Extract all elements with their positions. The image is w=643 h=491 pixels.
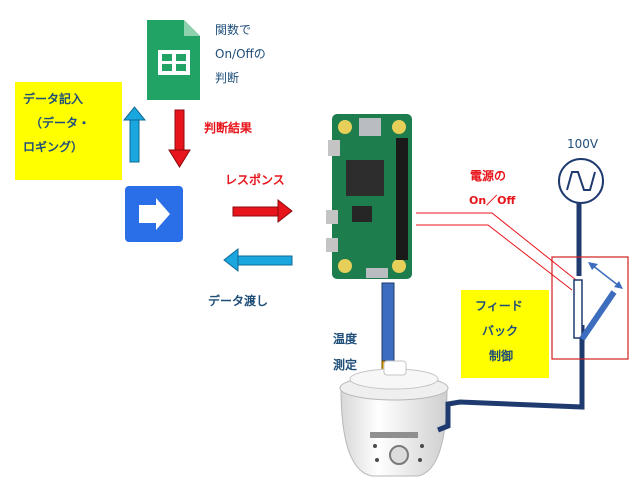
- feedback-line-1: フィード: [475, 299, 523, 313]
- sheets-note-line-2: On/Offの: [215, 47, 266, 61]
- temp-measure-line-1: 温度: [333, 332, 358, 346]
- sheets-note-line-3: 判断: [215, 71, 240, 85]
- data-pass-label: データ渡し: [208, 294, 269, 308]
- control-signal-wires: [416, 212, 577, 291]
- apps-script-arrow-icon: [125, 186, 183, 242]
- data-logging-box: [15, 82, 122, 180]
- slow-cooker-pot: [339, 360, 449, 477]
- upload-arrow-icon: [122, 106, 147, 163]
- response-label: レスポンス: [225, 173, 285, 187]
- data-logging-line-2: （データ・: [30, 116, 91, 130]
- voltage-label: 100V: [567, 137, 599, 151]
- relay-switch-icon: [551, 256, 629, 360]
- feedback-line-3: 制御: [489, 349, 514, 363]
- judgment-result-label: 判断結果: [204, 121, 253, 135]
- feedback-line-2: バック: [482, 324, 519, 338]
- temp-measure-line-2: 測定: [333, 358, 358, 372]
- power-onoff-line-2: On／Off: [469, 194, 516, 207]
- power-onoff-line-1: 電源の: [470, 169, 507, 183]
- result-down-arrow-icon: [168, 109, 191, 168]
- data-logging-line-1: データ記入: [23, 92, 84, 106]
- data-left-arrow-icon: [223, 247, 293, 273]
- sheets-note-line-1: 関数で: [215, 23, 252, 37]
- raspberry-pi-board: [326, 114, 412, 279]
- power-wiring: [437, 203, 585, 433]
- data-logging-line-3: ロギング）: [23, 140, 84, 154]
- ac-source-icon: [558, 158, 604, 204]
- response-right-arrow-icon: [232, 198, 293, 224]
- spreadsheet-icon: [147, 20, 200, 100]
- feedback-box: [461, 290, 549, 378]
